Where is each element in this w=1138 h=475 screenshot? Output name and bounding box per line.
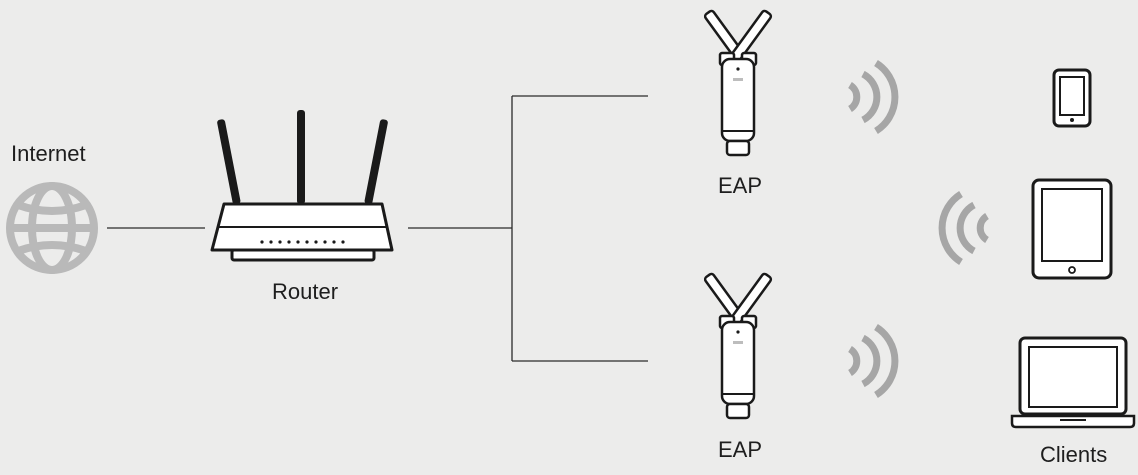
internet-label: Internet [11, 141, 86, 166]
access-point-icon [703, 272, 773, 420]
router-antenna-middle [297, 110, 305, 204]
connection-lines [107, 95, 648, 362]
eap-bottom-label: EAP [718, 437, 763, 462]
wifi-signal-icon [847, 324, 899, 398]
router-base [230, 248, 376, 262]
router-antenna-left [217, 119, 241, 205]
router-icon [210, 110, 394, 262]
router-label: Router [272, 279, 339, 304]
tablet-icon [1031, 178, 1113, 280]
access-point-icon [703, 9, 773, 157]
clients-label: Clients [1040, 442, 1108, 467]
router-antenna-right [364, 119, 388, 205]
laptop-icon [1010, 336, 1136, 429]
wifi-signal-icon [938, 191, 990, 265]
smartphone-icon [1052, 68, 1092, 128]
globe-icon [6, 182, 98, 274]
eap-top-label: EAP [718, 173, 763, 198]
wifi-signal-icon [847, 60, 899, 134]
